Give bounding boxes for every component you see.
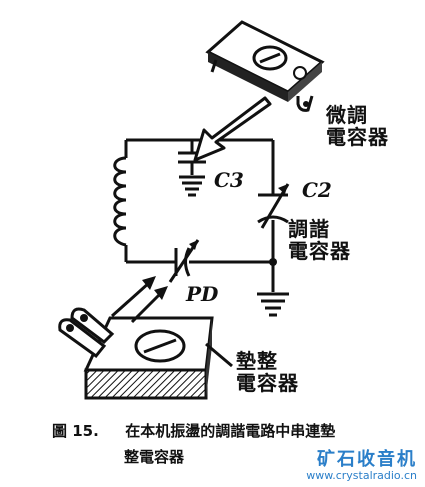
padder-arrows (110, 280, 164, 324)
padder-label-line1: 墊整 (236, 349, 278, 373)
figure-number: 圖 15. (52, 422, 99, 440)
padder-arrowhead-1 (142, 276, 156, 290)
tuning-label-line1: 調諧 (288, 217, 330, 241)
c3-label: C3 (214, 168, 244, 192)
tuning-label-line2: 電容器 (288, 239, 351, 263)
tuning-capacitor-label: 調諧 電容器 (288, 218, 351, 262)
ground-symbol-main (257, 292, 289, 317)
trimmer-label-line1: 微調 (326, 103, 368, 127)
padder-capacitor-illustration (58, 307, 214, 400)
c2-variable-arrowhead (278, 184, 288, 194)
padder-label-line2: 電容器 (236, 371, 299, 395)
figure-caption-text: 在本机振盪的調諧電路中串連墊 (125, 422, 336, 440)
c2-label: C2 (302, 178, 332, 202)
watermark-url: www.crystalradio.cn (306, 469, 417, 482)
junction-dot (269, 258, 277, 266)
pd-variable-arrowhead (189, 240, 198, 250)
trimmer-label-line2: 電容器 (326, 125, 389, 149)
trimmer-capacitor-label: 微調 電容器 (326, 104, 389, 148)
trimmer-capacitor-illustration (205, 20, 325, 112)
trimmer-arrow (193, 96, 272, 162)
ground-symbol-c3 (179, 175, 205, 197)
figure-caption-line2: 整電容器 (124, 448, 185, 466)
watermark-name: 矿石收音机 (317, 449, 417, 470)
oscillator-coil (113, 156, 127, 247)
padder-arrowhead-2 (154, 286, 168, 300)
padder-leader-line (205, 342, 233, 368)
pd-label: PD (186, 282, 219, 306)
padder-capacitor-label: 墊整 電容器 (236, 350, 299, 394)
figure-caption-line1: 圖 15. 在本机振盪的調諧電路中串連墊 (52, 420, 335, 441)
